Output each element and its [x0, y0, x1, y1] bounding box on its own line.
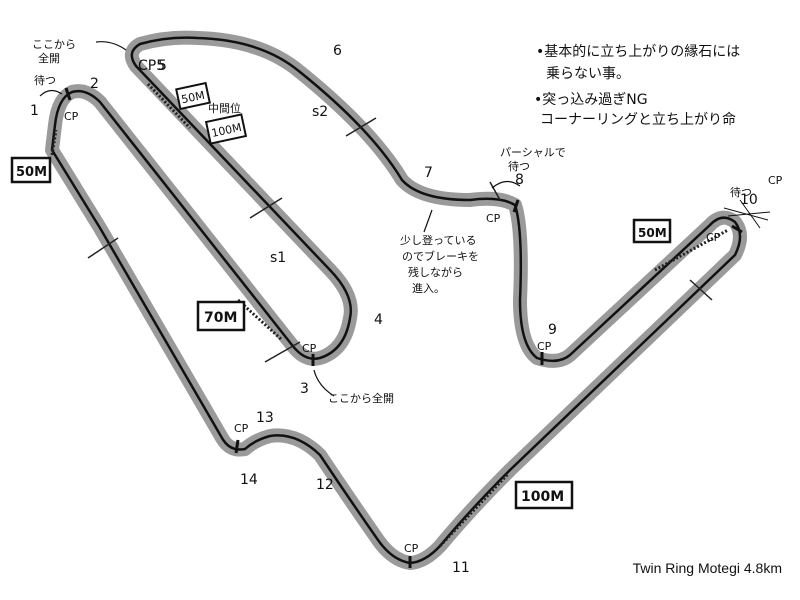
- partial-line2: 待つ: [508, 159, 530, 173]
- corner-13: 13: [256, 410, 274, 426]
- sector-s1: s1: [270, 250, 286, 266]
- brake-line3: 残しながら: [408, 265, 463, 279]
- full-open-top-arrow: [95, 41, 127, 51]
- note-1b: 乗らない事。: [546, 66, 630, 82]
- note-2a: •突っ込み過ぎNG: [534, 92, 648, 108]
- corner-8: 8: [515, 172, 524, 188]
- curb-hatching: [50, 82, 729, 548]
- marker-midpoint-label: 中間位: [208, 101, 241, 115]
- note-2b: コーナーリングと立ち上がり命: [540, 111, 736, 128]
- svg-text:100M: 100M: [210, 121, 243, 140]
- cp-label-8: CP: [486, 212, 501, 225]
- brake-line4: 進入。: [412, 282, 445, 295]
- full-open-top-line1: ここから: [32, 38, 76, 51]
- partial-arrow: [491, 180, 521, 189]
- cp-label-2: CP: [64, 110, 79, 123]
- racing-line: [50, 36, 742, 565]
- cp-label-9: CP: [537, 340, 552, 353]
- marker-100m-bottom: 100M: [514, 480, 574, 510]
- marker-50m-s5: 50M: [175, 81, 211, 111]
- cp-label-13: CP: [234, 422, 249, 435]
- brake-arrow: [423, 209, 433, 233]
- corner-5: 5: [158, 58, 167, 74]
- full-open-3-arrow: [313, 369, 335, 397]
- svg-text:50M: 50M: [638, 226, 667, 240]
- wait-scribble-right: [723, 199, 771, 229]
- brake-line1: 少し登っている: [400, 233, 476, 247]
- corner-6: 6: [333, 43, 342, 59]
- corner-4: 4: [374, 312, 383, 328]
- marker-50m-right: 50M: [632, 218, 672, 244]
- cp5-label: CP5: [138, 58, 165, 74]
- marker-50m-left: 50M: [10, 156, 52, 184]
- svg-text:50M: 50M: [180, 89, 206, 107]
- cp-label-11: CP: [404, 542, 419, 555]
- wait-arrow-left: [39, 89, 63, 97]
- wait-label-right: 待つ: [730, 185, 752, 199]
- cp-ticks: [64, 87, 743, 568]
- marker-70m: 70M: [196, 300, 246, 332]
- circuit-title: Twin Ring Motegi 4.8km: [632, 560, 782, 576]
- cp-label-10-far: CP: [768, 174, 783, 187]
- corner-12: 12: [316, 477, 334, 493]
- corner-1: 1: [30, 103, 39, 119]
- sector-s2: s2: [312, 104, 328, 120]
- svg-text:70M: 70M: [204, 310, 237, 326]
- corner-14: 14: [240, 472, 258, 488]
- corner-3: 3: [300, 381, 309, 397]
- corner-11: 11: [452, 560, 470, 576]
- svg-text:100M: 100M: [521, 489, 564, 505]
- full-open-3-label: ここから全開: [328, 391, 394, 405]
- full-open-top-line2: 全開: [38, 51, 60, 65]
- wait-label-left: 待つ: [34, 73, 56, 87]
- svg-text:50M: 50M: [16, 165, 47, 180]
- cp-label-3: CP: [302, 342, 317, 355]
- corner-7: 7: [424, 165, 433, 181]
- corner-9: 9: [548, 322, 557, 338]
- cp-label-10: CP: [706, 231, 721, 244]
- note-1a: •基本的に立ち上がりの縁石には: [536, 43, 740, 60]
- brake-line2: のでブレーキを: [402, 249, 479, 263]
- corner-10: 10: [740, 192, 758, 208]
- corner-2: 2: [90, 76, 99, 92]
- sector-ticks: [87, 117, 713, 363]
- marker-100m-s5: 100M: [204, 113, 248, 145]
- partial-line1: パーシャルで: [500, 146, 566, 159]
